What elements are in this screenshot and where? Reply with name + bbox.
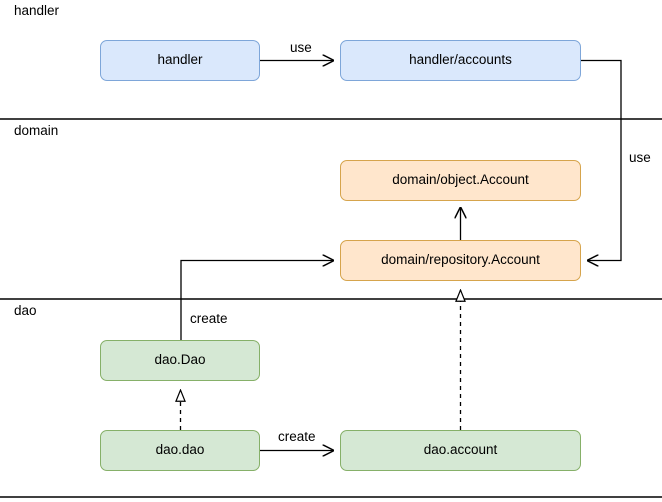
lane-label-handler: handler	[14, 3, 60, 18]
node-dao-account[interactable]: dao.account	[340, 430, 581, 471]
node-handler-accounts[interactable]: handler/accounts	[340, 40, 581, 81]
swimlane-dividers	[0, 118, 662, 498]
node-domain-object-account[interactable]: domain/object.Account	[340, 160, 581, 201]
edge-label-create-left: create	[188, 311, 230, 326]
node-handler[interactable]: handler	[100, 40, 260, 81]
lane-label-domain: domain	[14, 123, 59, 138]
lane-label-dao: dao	[14, 303, 37, 318]
edge-daoDao-creates-repository	[180, 261, 333, 340]
edge-label-use-handler: use	[288, 40, 314, 55]
edge-label-use-right: use	[627, 150, 653, 165]
node-dao-dao[interactable]: dao.dao	[100, 430, 260, 471]
node-domain-repository-account[interactable]: domain/repository.Account	[340, 240, 581, 281]
node-dao-Dao[interactable]: dao.Dao	[100, 340, 260, 381]
edge-accounts-uses-repository	[581, 59, 622, 261]
edge-label-create-bottom: create	[276, 429, 318, 444]
